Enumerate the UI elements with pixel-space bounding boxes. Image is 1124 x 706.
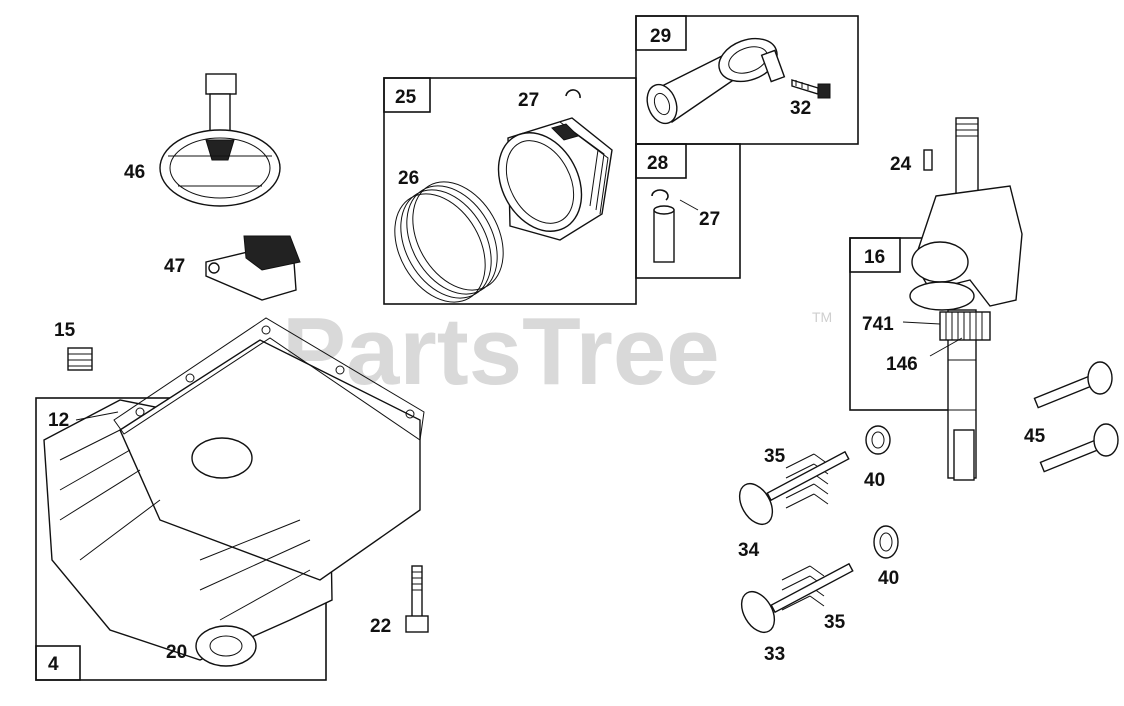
box-25-piston-group: 25 27 26 (376, 77, 637, 318)
piston-part[interactable] (482, 117, 613, 246)
camshaft-46-part[interactable] (159, 73, 281, 207)
key-24-part[interactable] (923, 149, 933, 171)
label-40-upper-retainer[interactable]: 40 (864, 470, 885, 491)
spring-retainer-40-upper-part[interactable] (865, 425, 891, 455)
box-28-number[interactable]: 28 (647, 153, 668, 174)
label-26-rings[interactable]: 26 (398, 168, 419, 189)
label-27-pin-clip[interactable]: 27 (699, 209, 720, 230)
box-29-connecting-rod-group: 29 32 (635, 15, 859, 145)
label-40-lower-retainer[interactable]: 40 (878, 568, 899, 589)
box-29-frame (635, 15, 859, 145)
label-12-gasket[interactable]: 12 (48, 410, 69, 431)
leader-146 (929, 337, 963, 357)
label-15-breather[interactable]: 15 (54, 320, 76, 341)
crankshaft-part[interactable] (909, 117, 1023, 481)
leader-12 (75, 411, 119, 421)
connecting-rod-part[interactable] (642, 31, 786, 128)
label-34-valve[interactable]: 34 (738, 540, 760, 561)
label-741[interactable]: 741 (862, 314, 894, 335)
clip-27-lower (651, 189, 669, 201)
box-25-number[interactable]: 25 (395, 87, 417, 108)
label-22-bolt[interactable]: 22 (370, 616, 391, 637)
label-32-bolt[interactable]: 32 (790, 98, 811, 119)
leader-27-lower (679, 199, 699, 211)
leader-741 (902, 321, 941, 325)
label-47-governor[interactable]: 47 (164, 256, 185, 277)
box-16-tag (849, 237, 901, 273)
sump-gasket-12-part[interactable] (113, 317, 425, 441)
label-27-piston-clip[interactable]: 27 (518, 90, 539, 111)
label-35-upper-spring[interactable]: 35 (764, 446, 786, 467)
tappet-45-lower-part[interactable] (1039, 423, 1119, 473)
label-46-camshaft[interactable]: 46 (124, 162, 145, 183)
label-33-valve[interactable]: 33 (764, 644, 785, 665)
watermark-trademark: TM (812, 309, 832, 325)
box-28-pin-group: 28 27 (635, 143, 741, 279)
label-45-tappet[interactable]: 45 (1024, 426, 1046, 447)
box-4-sump-group: 4 12 20 (35, 317, 425, 681)
box-16-number[interactable]: 16 (864, 247, 885, 268)
rod-bolt-32-part[interactable] (791, 79, 831, 99)
sump-housing-part[interactable] (43, 339, 421, 661)
piston-pin-part[interactable] (653, 205, 675, 263)
box-29-number[interactable]: 29 (650, 26, 671, 47)
piston-rings-part[interactable] (376, 166, 521, 318)
box-28-tag (635, 143, 687, 179)
spring-retainer-40-lower-part[interactable] (873, 525, 899, 559)
label-24-key[interactable]: 24 (890, 154, 912, 175)
oil-seal-20-part[interactable] (195, 625, 257, 667)
breather-plug-15-part[interactable] (67, 347, 93, 371)
box-4-tag (35, 645, 81, 681)
label-20-seal[interactable]: 20 (166, 642, 187, 663)
governor-47-part[interactable] (205, 235, 301, 301)
label-146[interactable]: 146 (886, 354, 918, 375)
box-4-number[interactable]: 4 (48, 654, 59, 675)
clip-27-upper (565, 89, 581, 99)
bolt-22-part[interactable] (405, 565, 429, 633)
label-35-lower-spring[interactable]: 35 (824, 612, 846, 633)
box-25-tag (383, 77, 431, 113)
tappet-45-upper-part[interactable] (1033, 361, 1113, 409)
crank-gear-146-part[interactable] (939, 311, 991, 341)
intake-valve-33-part[interactable] (735, 562, 854, 638)
box-28-frame (635, 143, 741, 279)
box-29-tag (635, 15, 687, 51)
exhaust-valve-34-part[interactable] (733, 450, 850, 530)
box-16-crankshaft-group: 16 741 146 (849, 117, 1023, 481)
